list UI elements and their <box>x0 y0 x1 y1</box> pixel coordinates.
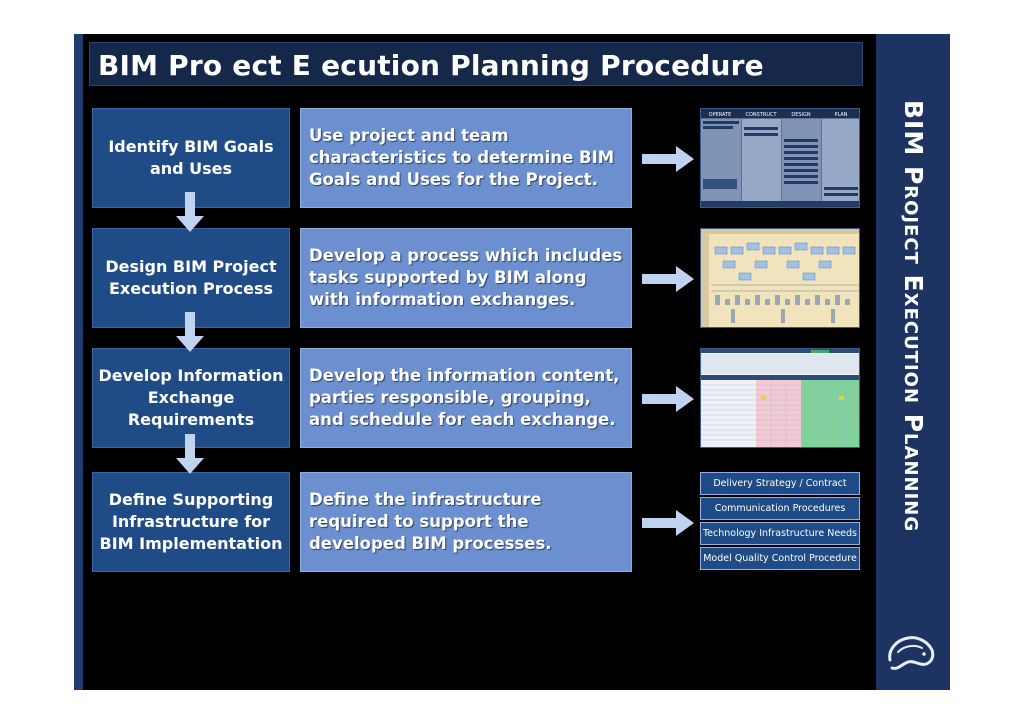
arrow-down-icon <box>176 434 204 474</box>
bim-uses-matrix-thumbnail: OPERATE CONSTRUCT DESIGN PLAN <box>700 108 860 208</box>
title-bar: BIM Pro ect E ecution Planning Procedure <box>89 42 863 86</box>
matrix-header-operate: OPERATE <box>709 112 732 118</box>
process-map-thumbnail <box>700 228 860 328</box>
side-title-text: BIM Project Execution Planning <box>882 100 944 610</box>
step-box-information-exchange: Develop Information Exchange Requirement… <box>92 348 290 448</box>
exchange-requirements-graphic <box>701 349 860 448</box>
matrix-header-plan: PLAN <box>834 112 847 118</box>
page-title: BIM Pro ect E ecution Planning Procedure <box>98 49 764 82</box>
slide-left-accent <box>74 34 83 690</box>
matrix-header-design: DESIGN <box>791 112 811 118</box>
step-box-supporting-infrastructure: Define Supporting Infrastructure for BIM… <box>92 472 290 572</box>
infrastructure-item-delivery-strategy: Delivery Strategy / Contract <box>700 472 860 495</box>
step-label: Develop Information Exchange Requirement… <box>97 365 285 431</box>
process-map-graphic <box>701 229 860 328</box>
arrow-down-icon <box>176 192 204 232</box>
step-description-text: Define the infrastructure required to su… <box>309 490 552 553</box>
step-description-text: Develop the information content, parties… <box>309 366 620 429</box>
matrix-header-construct: CONSTRUCT <box>745 112 777 118</box>
arrow-right-icon <box>642 386 694 412</box>
side-title: BIM Project Execution Planning <box>882 100 944 610</box>
bim-uses-matrix-graphic: OPERATE CONSTRUCT DESIGN PLAN <box>701 109 860 208</box>
step-description-information-exchange: Develop the information content, parties… <box>300 348 632 448</box>
step-description-identify-goals: Use project and team characteristics to … <box>300 108 632 208</box>
arrow-down-icon <box>176 312 204 352</box>
infrastructure-item-model-quality: Model Quality Control Procedure <box>700 547 860 570</box>
arrow-right-icon <box>642 510 694 536</box>
exchange-requirements-thumbnail <box>700 348 860 448</box>
step-description-text: Develop a process which includes tasks s… <box>309 246 622 309</box>
nittany-lion-logo-icon <box>884 630 940 678</box>
step-description-text: Use project and team characteristics to … <box>309 126 614 189</box>
arrow-right-icon <box>642 266 694 292</box>
infrastructure-item-technology: Technology Infrastructure Needs <box>700 522 860 545</box>
step-label: Define Supporting Infrastructure for BIM… <box>97 489 285 555</box>
step-description-design-process: Develop a process which includes tasks s… <box>300 228 632 328</box>
infrastructure-list: Delivery Strategy / Contract Communicati… <box>700 472 860 572</box>
step-description-supporting-infrastructure: Define the infrastructure required to su… <box>300 472 632 572</box>
step-label: Identify BIM Goals and Uses <box>97 136 285 180</box>
step-label: Design BIM Project Execution Process <box>97 256 285 300</box>
arrow-right-icon <box>642 146 694 172</box>
infrastructure-item-communication: Communication Procedures <box>700 497 860 520</box>
